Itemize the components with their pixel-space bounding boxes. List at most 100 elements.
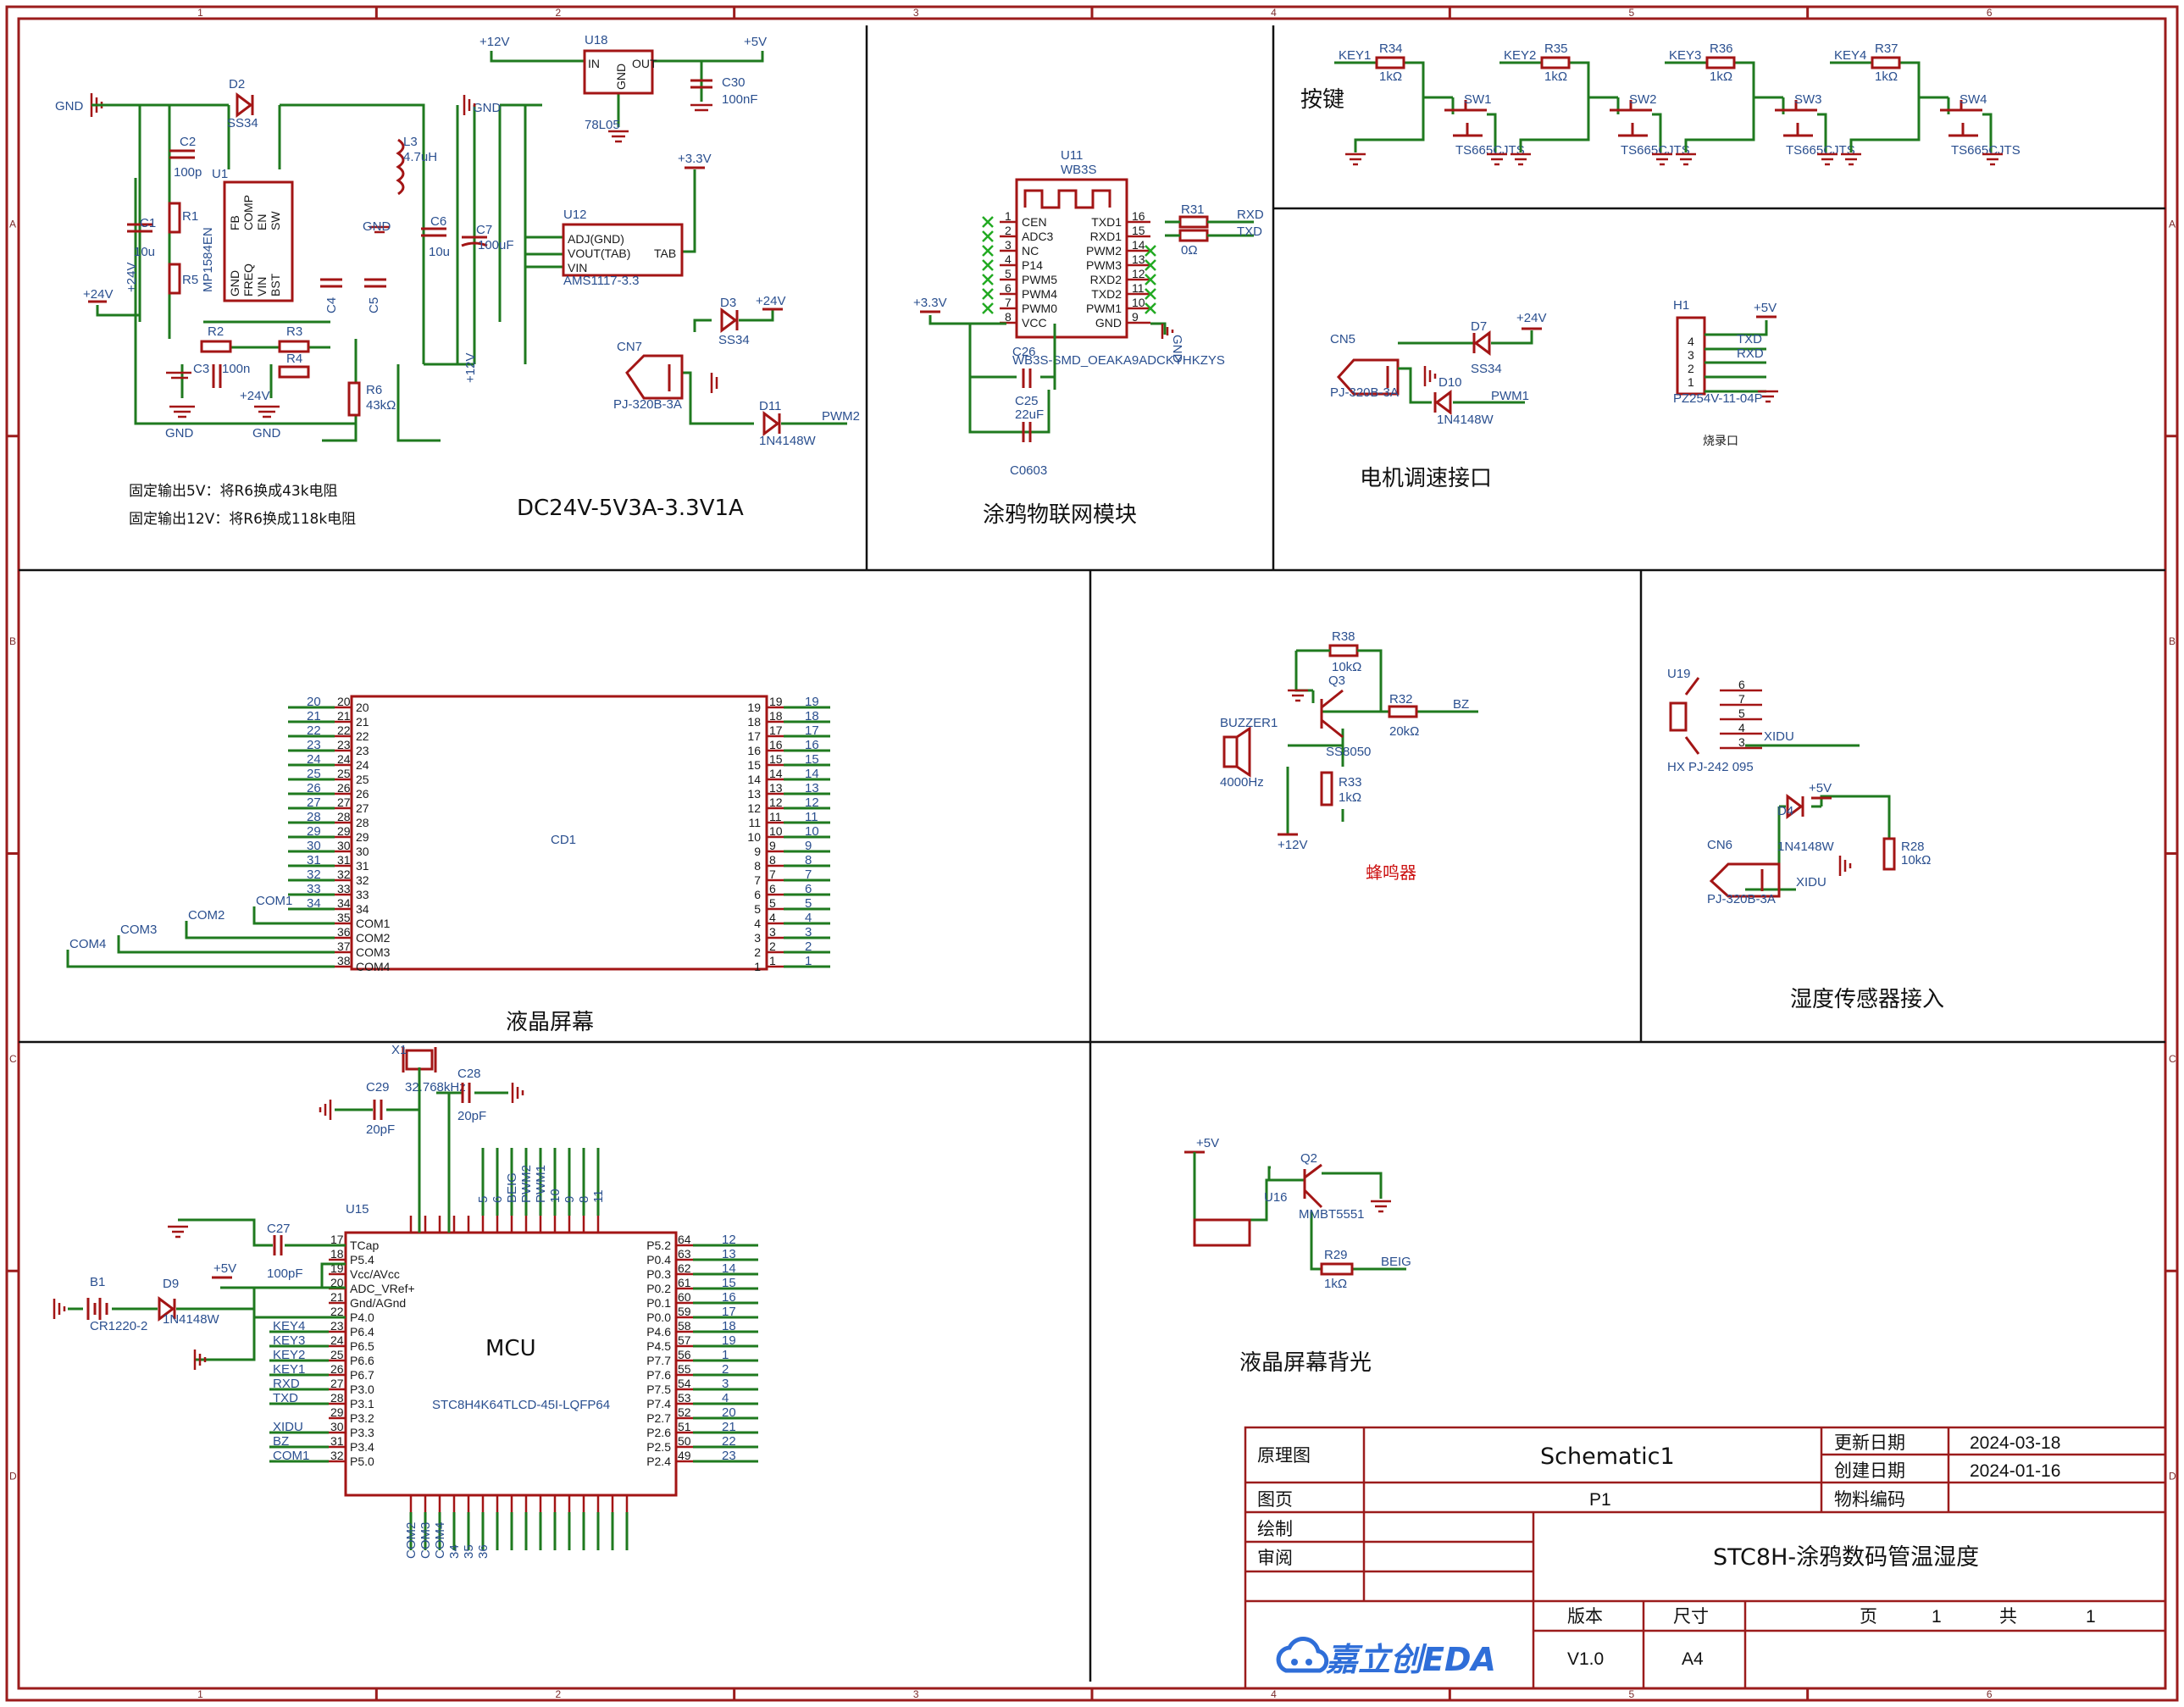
key-net-label: KEY1: [1339, 48, 1371, 63]
mcu-right-pin-number: 59: [678, 1305, 691, 1318]
mcu-net-label: TXD: [273, 1391, 298, 1405]
key-switch: [1444, 100, 1487, 137]
lcd-right-pin-number: 10: [769, 824, 783, 838]
mcu-top-net-label: 6: [491, 1196, 505, 1203]
lcd-right-pin-label: 14: [747, 773, 761, 786]
r4-ref: R4: [286, 352, 302, 366]
c26-ref: C26: [1012, 345, 1036, 359]
d9-value: 1N4148W: [163, 1312, 220, 1327]
net-xidu-2: XIDU: [1796, 875, 1826, 890]
lcd-net-label: 27: [307, 795, 321, 810]
u1-mp1584en: [223, 180, 294, 302]
lcd-right-pin-label: 8: [754, 859, 761, 873]
u11-left-pin-label: VCC: [1022, 316, 1047, 330]
net-24v-1: +24V: [83, 287, 113, 302]
u18-value: 78L05: [585, 118, 620, 132]
net-bz: BZ: [1453, 697, 1469, 712]
mcu-net-label: 1: [722, 1348, 729, 1362]
lcd-left-pin-number: 38: [337, 954, 351, 967]
u11-left-pin-label: NC: [1022, 244, 1039, 258]
key-resistor: [1705, 56, 1736, 69]
c28-value: 20pF: [457, 1109, 486, 1123]
mcu-top-net-label: 9: [563, 1196, 577, 1203]
r32-ref: R32: [1389, 692, 1413, 707]
u19-pin-number: 6: [1738, 678, 1745, 691]
ruler-row-left: D: [9, 1471, 17, 1483]
lcd-ref: CD1: [551, 833, 576, 847]
lcd-left-pin-label: 29: [356, 830, 369, 844]
q2-ref: Q2: [1300, 1151, 1317, 1166]
key-switch-ref: SW1: [1464, 92, 1492, 107]
u11-left-pin-label: PWM0: [1022, 302, 1057, 315]
u11-value: WB3S: [1061, 163, 1097, 177]
mcu-right-pin-label: P7.5: [646, 1383, 671, 1396]
key-resistor-value: 1kΩ: [1875, 69, 1898, 84]
r5-ref: R5: [182, 273, 198, 287]
key-resistor: [1871, 56, 1901, 69]
ruler-col-bottom: 5: [1629, 1688, 1635, 1700]
no-connect-icon: [1145, 259, 1156, 271]
d10-ref: D10: [1438, 375, 1462, 390]
u1-ref: U1: [212, 167, 228, 181]
c0603-label: C0603: [1010, 463, 1047, 478]
c3-ref: C3: [193, 362, 209, 376]
u11-left-pin-label: CEN: [1022, 215, 1047, 229]
mcu-net-label: 14: [722, 1261, 736, 1276]
lcd-right-pin-label: 16: [747, 744, 761, 757]
tb-size: A4: [1682, 1649, 1704, 1669]
lcd-net-label: 33: [307, 882, 321, 896]
c7-value: 100uF: [478, 238, 514, 252]
mcu-bottom-net-label: 34: [447, 1544, 462, 1559]
mcu-top-net-label: 8: [577, 1196, 591, 1203]
key-wire: [1830, 61, 1993, 152]
mcu-right-pin-number: 60: [678, 1290, 691, 1304]
r29-value: 1kΩ: [1324, 1277, 1347, 1291]
ground-symbol: [1676, 152, 1838, 166]
net-xidu-1: XIDU: [1764, 729, 1794, 744]
mcu-right-pin-label: P0.1: [646, 1296, 671, 1310]
lcd-left-pin-label: 30: [356, 845, 369, 858]
x1-ref: X1: [391, 1043, 407, 1057]
mcu-net-label: 15: [722, 1276, 736, 1290]
lcd-right-pin-number: 12: [769, 795, 783, 809]
r3-ref: R3: [286, 324, 302, 339]
lcd-net-label: 23: [307, 738, 321, 752]
mcu-top-net-label: PWM2: [519, 1165, 534, 1203]
mcu-bottom-net-label: COM2: [404, 1522, 419, 1559]
h1-ref: H1: [1673, 298, 1689, 313]
net-rxd: RXD: [1237, 208, 1264, 222]
lcd-left-pin-label: 22: [356, 729, 369, 743]
net-5v-prog: +5V: [1754, 301, 1777, 315]
mcu-net-label: 22: [722, 1434, 736, 1449]
mcu-left-pin-label: P5.0: [350, 1455, 374, 1468]
mcu-left-pin-number: 27: [330, 1377, 344, 1390]
d4-ref: D4: [1777, 804, 1793, 818]
key-wire: [1334, 61, 1497, 152]
mcu-left-pin-number: 32: [330, 1449, 344, 1462]
key-resistor: [1375, 56, 1405, 69]
key-switch: [1775, 100, 1817, 137]
mcu-right-pin-number: 58: [678, 1319, 691, 1333]
d3-value: SS34: [718, 333, 750, 347]
lcd-right-pin-label: 11: [748, 816, 761, 829]
h1-pin2: 2: [1688, 362, 1694, 375]
u11-wb3s-module: [1015, 178, 1128, 339]
b1-value: CR1220-2: [90, 1319, 147, 1333]
u11-left-pin-number: 1: [1005, 209, 1012, 223]
ruler-row-right: A: [2169, 218, 2176, 230]
lcd-right-pin-label: 2: [754, 945, 761, 959]
tb-project: STC8H-涂鸦数码管温湿度: [1713, 1544, 1979, 1571]
lcd-right-pin-number: 7: [769, 867, 776, 881]
lcd-right-pin-label: 7: [754, 873, 761, 887]
lcd-right-pin-label: 1: [754, 960, 761, 973]
lcd-right-pin-number: 19: [769, 695, 783, 708]
lcd-left-pin-label: COM1: [356, 917, 391, 930]
no-connect-icon: [982, 302, 994, 314]
lcd-left-pin-label: 33: [356, 888, 369, 901]
lcd-right-pin-number: 5: [769, 896, 776, 910]
mcu-right-pin-label: P4.5: [646, 1339, 671, 1353]
u18-ref: U18: [585, 33, 608, 47]
mcu-left-pin-label: P6.5: [350, 1339, 374, 1353]
